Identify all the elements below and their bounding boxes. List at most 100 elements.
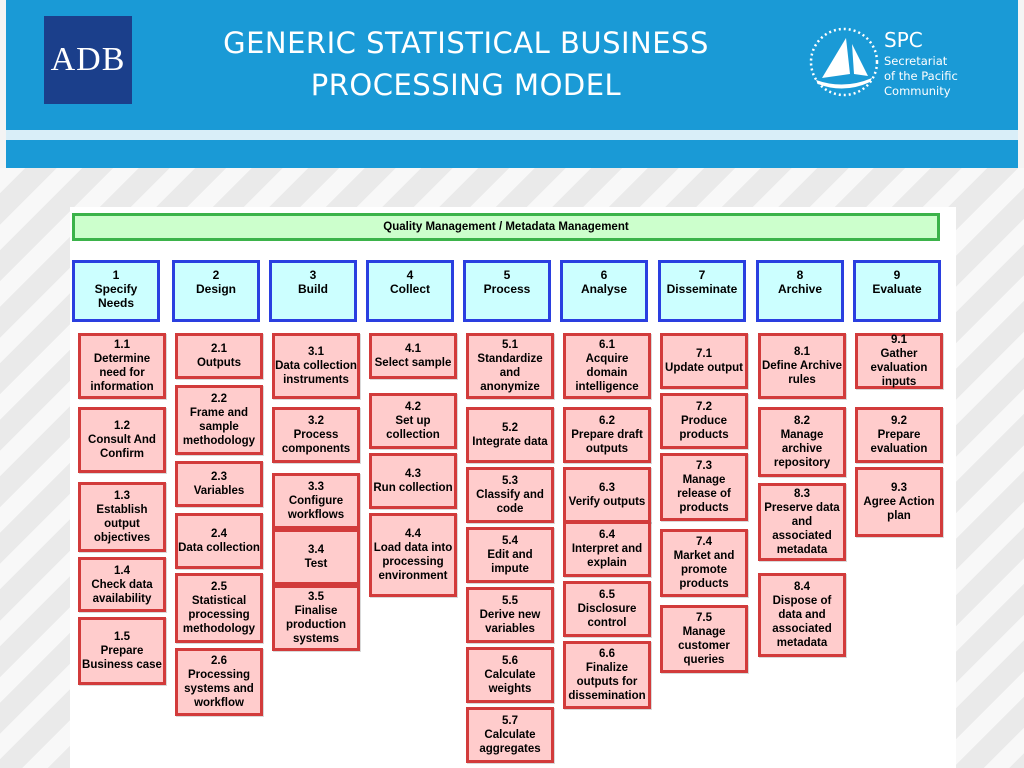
subprocess-name: Define Archive rules — [761, 360, 843, 386]
subprocess-name: Update output — [665, 362, 743, 374]
subprocess-number: 8.1 — [794, 346, 810, 358]
subprocess-number: 2.4 — [211, 528, 227, 540]
subprocess-name: Data collection — [178, 542, 260, 554]
phase-number: 7 — [698, 268, 706, 282]
subprocess-name: Gather evaluation inputs — [870, 348, 928, 388]
subprocess-number: 3.4 — [308, 544, 324, 556]
phase-name: Evaluate — [872, 282, 922, 296]
subprocess-name: Preserve data and associated metadata — [764, 502, 840, 556]
subprocess-name: Prepare Business case — [82, 645, 162, 671]
subprocess-name: Dispose of data and associated metadata — [772, 595, 832, 649]
subprocess-name: Test — [304, 558, 328, 570]
subprocess-name: Market and promote products — [673, 550, 735, 590]
subprocess-name: Consult And Confirm — [88, 434, 156, 460]
subprocess-number: 7.2 — [696, 401, 712, 413]
subprocess-number: 1.1 — [114, 339, 130, 351]
spc-abbr: SPC — [884, 28, 923, 52]
subprocess-name: Outputs — [196, 357, 242, 369]
subprocess-number: 6.2 — [599, 415, 615, 427]
phase-number: 9 — [893, 268, 901, 282]
spc-wordmark: SPC Secretariat of the Pacific Community — [884, 28, 958, 99]
subprocess-name: Agree Action plan — [863, 496, 935, 522]
subprocess-name: Finalize outputs for dissemination — [568, 662, 646, 702]
subprocess-number: 7.4 — [696, 536, 712, 548]
subprocess-name: Configure workflows — [287, 495, 345, 521]
title-line-2: PROCESSING MODEL — [310, 68, 622, 102]
subprocess-number: 5.2 — [502, 422, 518, 434]
subprocess-name: Manage release of products — [677, 474, 731, 514]
subprocess-name: Frame and sample methodology — [182, 407, 256, 447]
subprocess-number: 7.1 — [696, 348, 712, 360]
spc-line-2: of the Pacific — [884, 69, 958, 83]
subprocess-number: 5.7 — [502, 715, 518, 727]
subprocess-number: 1.3 — [114, 490, 130, 502]
subprocess-number: 3.5 — [308, 591, 324, 603]
spc-logo-icon — [809, 27, 879, 97]
subprocess-name: Prepare evaluation — [870, 429, 928, 455]
subprocess-number: 5.1 — [502, 339, 518, 351]
subprocess-number: 2.1 — [211, 343, 227, 355]
subprocess-number: 6.1 — [599, 339, 615, 351]
subprocess-name: Process components — [281, 429, 351, 455]
subprocess-number: 8.3 — [794, 488, 810, 500]
subprocess-number: 9.2 — [891, 415, 907, 427]
page-title: GENERIC STATISTICAL BUSINESS PROCESSING … — [156, 22, 776, 106]
subprocess-name: Acquire domain intelligence — [575, 353, 639, 393]
subprocess-name: Classify and code — [476, 489, 544, 515]
adb-logo: ADB — [44, 16, 132, 104]
subprocess-number: 9.1 — [891, 334, 907, 346]
spc-line-1: Secretariat — [884, 54, 948, 68]
subprocess-number: 4.2 — [405, 401, 421, 413]
subprocess-name: Edit and impute — [487, 549, 533, 575]
subprocess-name: Derive new variables — [479, 609, 541, 635]
subprocess-number: 7.3 — [696, 460, 712, 472]
subprocess-name: Interpret and explain — [571, 543, 643, 569]
phase-name: Analyse — [580, 282, 628, 296]
adb-logo-text: ADB — [50, 41, 126, 78]
subprocess-number: 2.6 — [211, 655, 227, 667]
subprocess-name: Processing systems and workflow — [184, 669, 254, 709]
subprocess-number: 2.2 — [211, 393, 227, 405]
phase-number: 6 — [600, 268, 608, 282]
header-divider-strip — [6, 130, 1018, 140]
subprocess-number: 6.5 — [599, 589, 615, 601]
subprocess-number: 2.3 — [211, 471, 227, 483]
subprocess-name: Set up collection — [386, 415, 440, 441]
subprocess-number: 7.5 — [696, 612, 712, 624]
subprocess-name: Produce products — [679, 415, 729, 441]
subprocess-number: 3.3 — [308, 481, 324, 493]
phase-number: 5 — [503, 268, 511, 282]
subprocess-number: 6.3 — [599, 482, 615, 494]
phase-number: 4 — [406, 268, 414, 282]
spc-line-3: Community — [884, 84, 951, 98]
subprocess-number: 5.5 — [502, 595, 518, 607]
